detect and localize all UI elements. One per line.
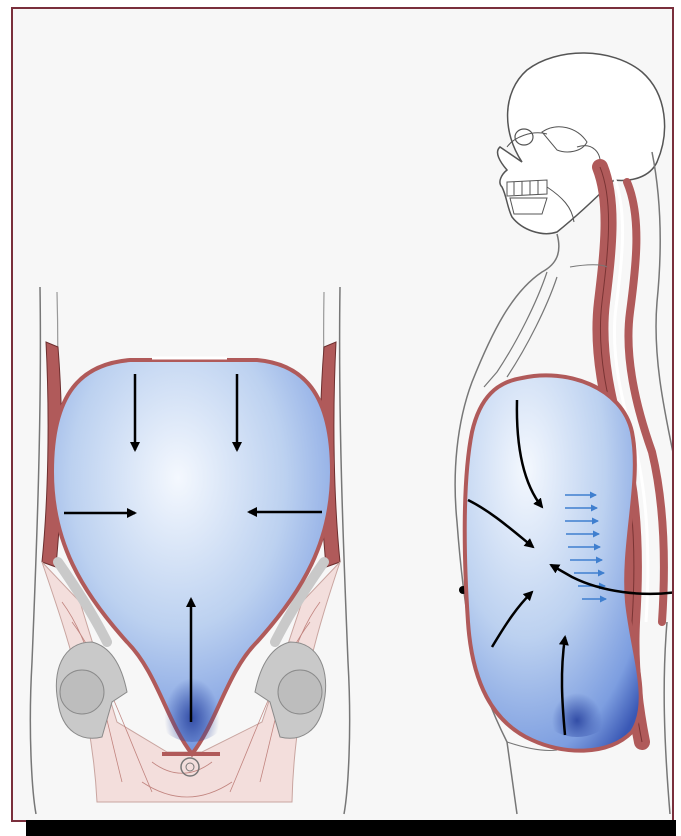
side-view-panel (455, 53, 674, 814)
front-body-outline (30, 287, 40, 814)
abdominal-pressure-illustration (13, 9, 674, 822)
front-view-panel (30, 287, 349, 814)
frame-shadow (26, 820, 676, 836)
clavicle (484, 272, 547, 387)
figure-frame (11, 7, 674, 822)
